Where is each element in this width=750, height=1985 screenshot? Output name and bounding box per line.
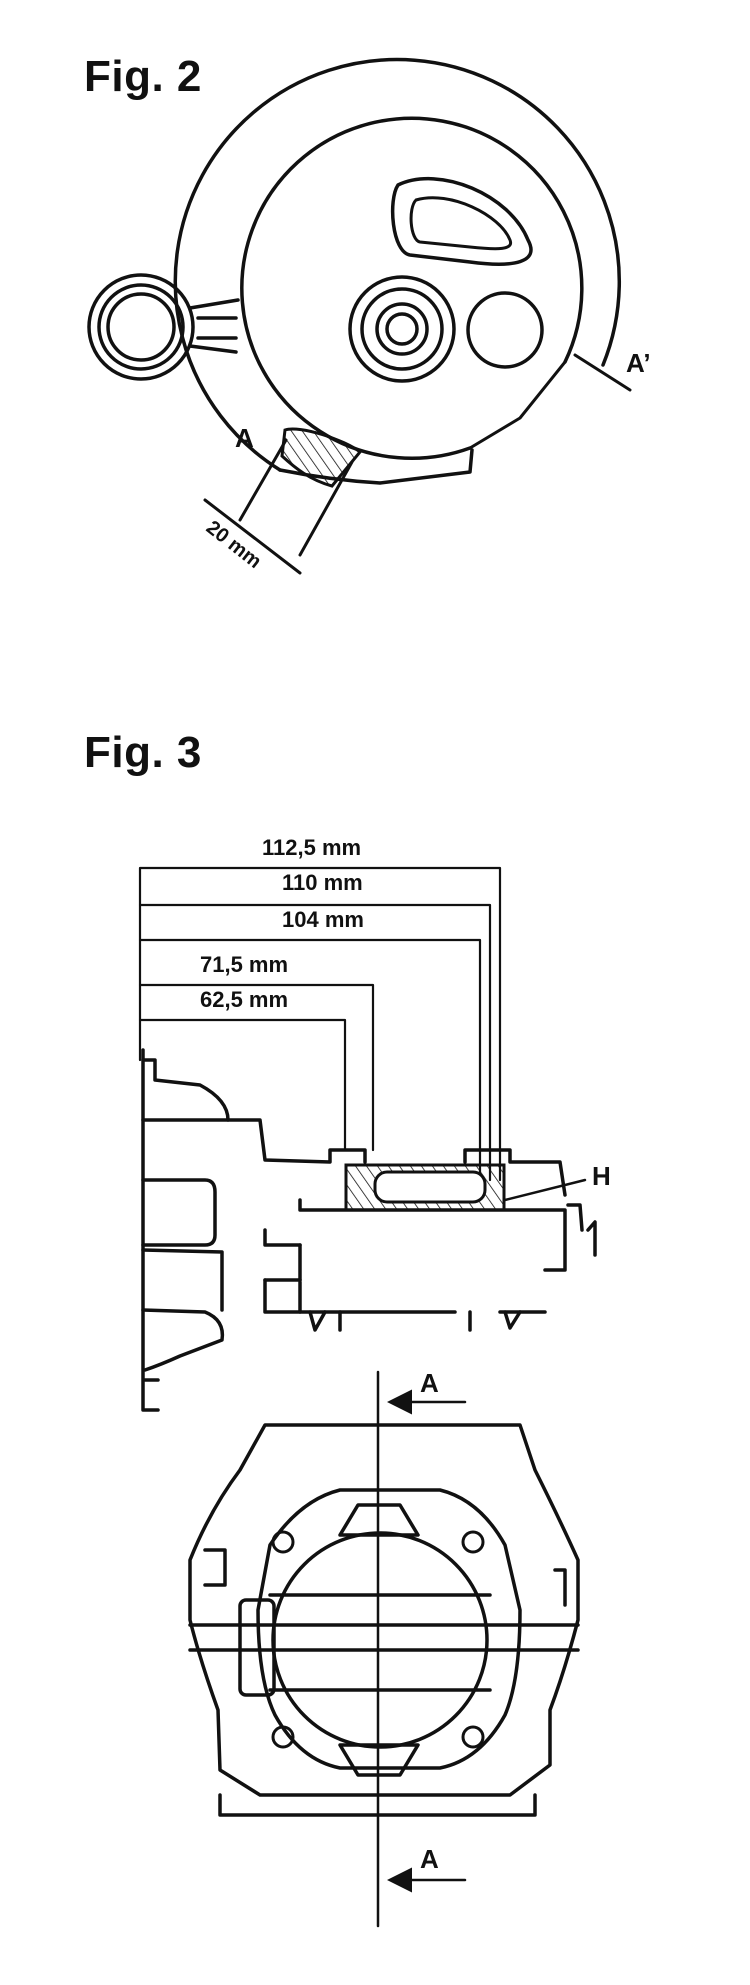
fig3-dim-label-112-5: 112,5 mm <box>262 835 361 860</box>
fig2-plug-ring-outer <box>348 275 456 383</box>
fig2-label-a-prime: A’ <box>626 348 651 378</box>
fig3-section-label-top: A <box>420 1368 439 1398</box>
fig3-dim-label-71-5: 71,5 mm <box>200 952 288 977</box>
fig2-plug-hole <box>385 312 419 346</box>
fig3-dim-label-110: 110 mm <box>282 870 363 895</box>
fig2-dim-line-right <box>298 460 354 557</box>
fig2-hatched-section <box>280 427 363 488</box>
fig2-outer-flange <box>173 57 622 472</box>
fig2-dimension-label: 20 mm <box>202 517 265 573</box>
fig2-plug-ring-inner <box>375 302 429 356</box>
fig3-bolt-hole-br <box>461 1725 485 1749</box>
fig2-lug-middle <box>97 283 185 371</box>
fig3-side-profile <box>141 1048 597 1412</box>
fig2-lug-arm <box>188 298 240 354</box>
fig3-drawing: 112,5 mm 110 mm 104 mm 71,5 mm 62,5 mm <box>138 835 611 1928</box>
fig3-bottom-view <box>188 1423 580 1817</box>
fig3-bolt-hole-tr <box>461 1530 485 1554</box>
fig2-inner-wall <box>240 116 584 460</box>
fig3-title: Fig. 3 <box>84 728 202 777</box>
fig3-h-leader <box>503 1178 587 1202</box>
fig2-lug-outer <box>87 273 195 381</box>
fig2-dim-baseline <box>203 498 302 575</box>
fig2-cut-line-a-prime <box>573 353 632 392</box>
fig2-dim-line-left <box>238 438 288 522</box>
fig3-bolt-hole-tl <box>271 1530 295 1554</box>
fig3-dim-label-62-5: 62,5 mm <box>200 987 288 1012</box>
fig3-dimension-lines <box>138 866 502 1182</box>
fig2-side-bore <box>466 291 544 369</box>
fig3-bolt-hole-bl <box>271 1725 295 1749</box>
fig3-dim-label-104: 104 mm <box>282 907 364 932</box>
fig3-label-h: H <box>592 1161 611 1191</box>
fig2-lug-inner <box>106 292 176 362</box>
fig2-label-a: A <box>235 423 254 453</box>
fig2-inner-wall-close <box>468 360 567 450</box>
fig2-exhaust-port-inner <box>409 196 513 251</box>
fig3-section-label-bottom: A <box>420 1844 439 1874</box>
fig2-title: Fig. 2 <box>84 52 202 101</box>
fig2-exhaust-port-outer <box>390 176 533 266</box>
fig2-drawing: A A’ 20 mm <box>87 57 651 575</box>
fig2-plug-ring-middle <box>360 287 444 371</box>
fig3-port-slot <box>373 1170 487 1204</box>
